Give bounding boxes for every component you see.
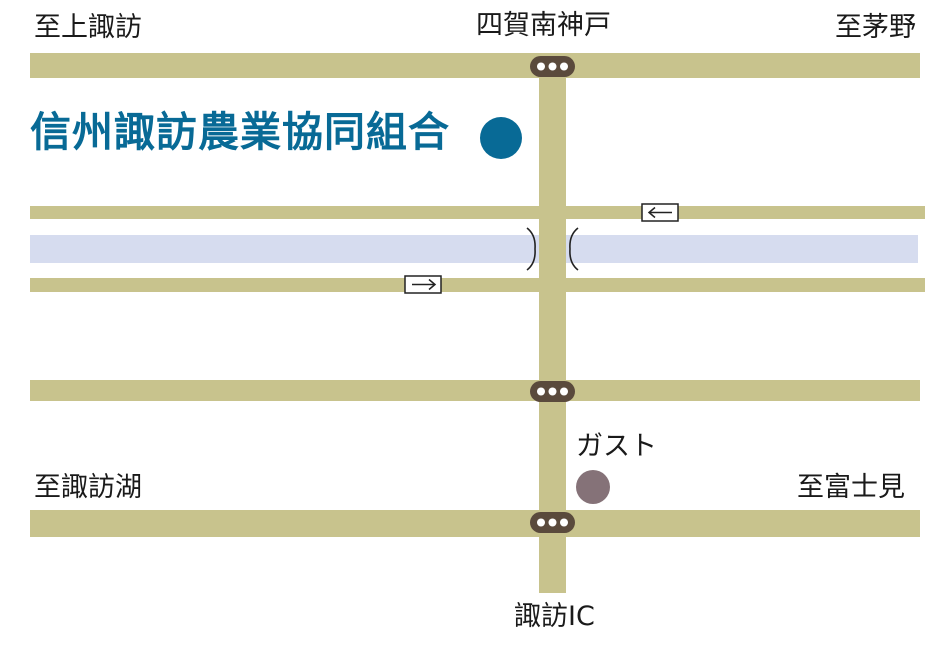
road-vertical-main [539,53,566,593]
road-top [30,53,920,78]
destination-title: 信州諏訪農業協同組合 [30,108,450,156]
label-suwa-ic: 諏訪IC [514,601,595,632]
traffic-signal-icon [530,56,575,77]
label-to-chino: 至茅野 [835,12,916,43]
road-middle [30,380,920,401]
label-to-kamisuwa: 至上諏訪 [34,12,142,43]
label-to-suwako: 至諏訪湖 [34,472,142,503]
arrow-right-icon [404,275,442,294]
road-bottom [30,510,920,537]
label-to-fujimi: 至富士見 [797,472,905,503]
arrow-left-icon [641,203,679,222]
label-shiga-minamigodo: 四賀南神戸 [476,10,611,41]
river [30,235,918,263]
road-lower-riverbank [30,278,925,292]
road-upper-riverbank [30,206,925,219]
gusto-marker-icon [576,470,610,504]
label-gusto: ガスト [576,431,657,462]
traffic-signal-icon [530,381,575,402]
bridge-icon [526,227,579,271]
traffic-signal-icon [530,512,575,533]
bridge-deck [539,226,566,272]
jaco-marker-icon [480,117,522,159]
